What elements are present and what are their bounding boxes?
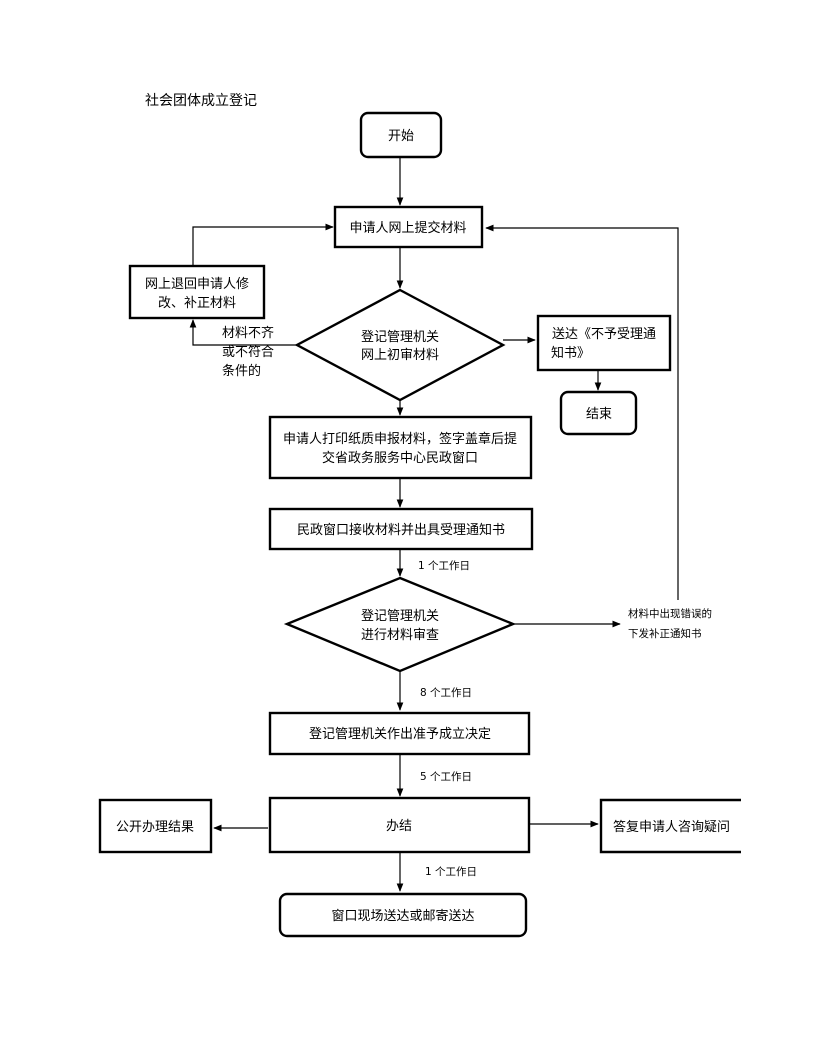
complete-label: 办结 xyxy=(386,819,412,834)
print-submit-label-line2: 交省政务服务中心民政窗口 xyxy=(322,450,478,466)
reject-notice-label-line2: 知书》 xyxy=(551,345,590,361)
material-review-label-line1: 登记管理机关 xyxy=(361,609,439,624)
material-review-label-line2: 进行材料审查 xyxy=(361,628,439,643)
initial-review-label-line1: 登记管理机关 xyxy=(361,330,439,345)
incomplete-label-line1: 材料不齐 xyxy=(222,325,274,341)
incomplete-label-line3: 条件的 xyxy=(222,363,261,379)
days-label-1b: 1 个工作日 xyxy=(425,866,477,878)
return-online-label-line2: 改、补正材料 xyxy=(158,296,236,311)
page-title: 社会团体成立登记 xyxy=(145,93,257,109)
error-correction-line2: 下发补正通知书 xyxy=(628,627,702,640)
print-submit-node: 申请人打印纸质申报材料，签字盖章后提 交省政务服务中心民政窗口 xyxy=(268,415,533,480)
days-label-1a: 1 个工作日 xyxy=(418,560,470,572)
deliver-node: 窗口现场送达或邮寄送达 xyxy=(278,892,528,938)
arrow-review-to-return xyxy=(189,319,297,346)
answer-queries-node: 答复申请人咨询疑问 xyxy=(599,798,741,854)
days-label-8: 8 个工作日 xyxy=(420,687,472,699)
submit-online-node: 申请人网上提交材料 xyxy=(333,205,484,249)
initial-review-decision: 登记管理机关 网上初审材料 xyxy=(294,288,506,402)
return-online-node: 网上退回申请人修 改、补正材料 xyxy=(128,264,266,320)
arrow-return-to-submit xyxy=(192,223,334,265)
start-label: 开始 xyxy=(388,129,414,144)
end-node: 结束 xyxy=(559,390,638,436)
end-label: 结束 xyxy=(586,407,612,422)
window-receive-node: 民政窗口接收材料并出具受理通知书 xyxy=(268,507,534,551)
arrow-error-to-submit xyxy=(485,224,679,600)
answer-queries-label: 答复申请人咨询疑问 xyxy=(613,819,730,835)
reject-notice-label-line1: 送达《不予受理通 xyxy=(552,327,656,342)
approval-decision-label: 登记管理机关作出准予成立决定 xyxy=(309,727,491,742)
error-correction-label: 材料中出现错误的 下发补正通知书 xyxy=(628,607,712,640)
complete-node: 办结 xyxy=(268,796,531,854)
print-submit-label-line1: 申请人打印纸质申报材料，签字盖章后提 xyxy=(283,431,517,447)
publish-result-node: 公开办理结果 xyxy=(98,798,213,854)
error-correction-line1: 材料中出现错误的 xyxy=(628,607,712,620)
publish-result-label: 公开办理结果 xyxy=(116,820,194,835)
material-review-decision: 登记管理机关 进行材料审查 xyxy=(283,576,517,673)
window-receive-label: 民政窗口接收材料并出具受理通知书 xyxy=(297,522,505,538)
deliver-label: 窗口现场送达或邮寄送达 xyxy=(331,908,474,924)
start-node: 开始 xyxy=(359,111,443,159)
reject-notice-node: 送达《不予受理通 知书》 xyxy=(536,314,672,372)
connectors xyxy=(189,157,679,892)
return-online-label-line1: 网上退回申请人修 xyxy=(145,277,249,292)
submit-online-label: 申请人网上提交材料 xyxy=(349,220,466,236)
incomplete-label-line2: 或不符合 xyxy=(222,344,274,360)
initial-review-label-line2: 网上初审材料 xyxy=(361,348,439,363)
days-label-5: 5 个工作日 xyxy=(420,771,472,783)
incomplete-condition-label: 材料不齐 或不符合 条件的 xyxy=(222,325,274,379)
approval-decision-node: 登记管理机关作出准予成立决定 xyxy=(268,711,531,756)
